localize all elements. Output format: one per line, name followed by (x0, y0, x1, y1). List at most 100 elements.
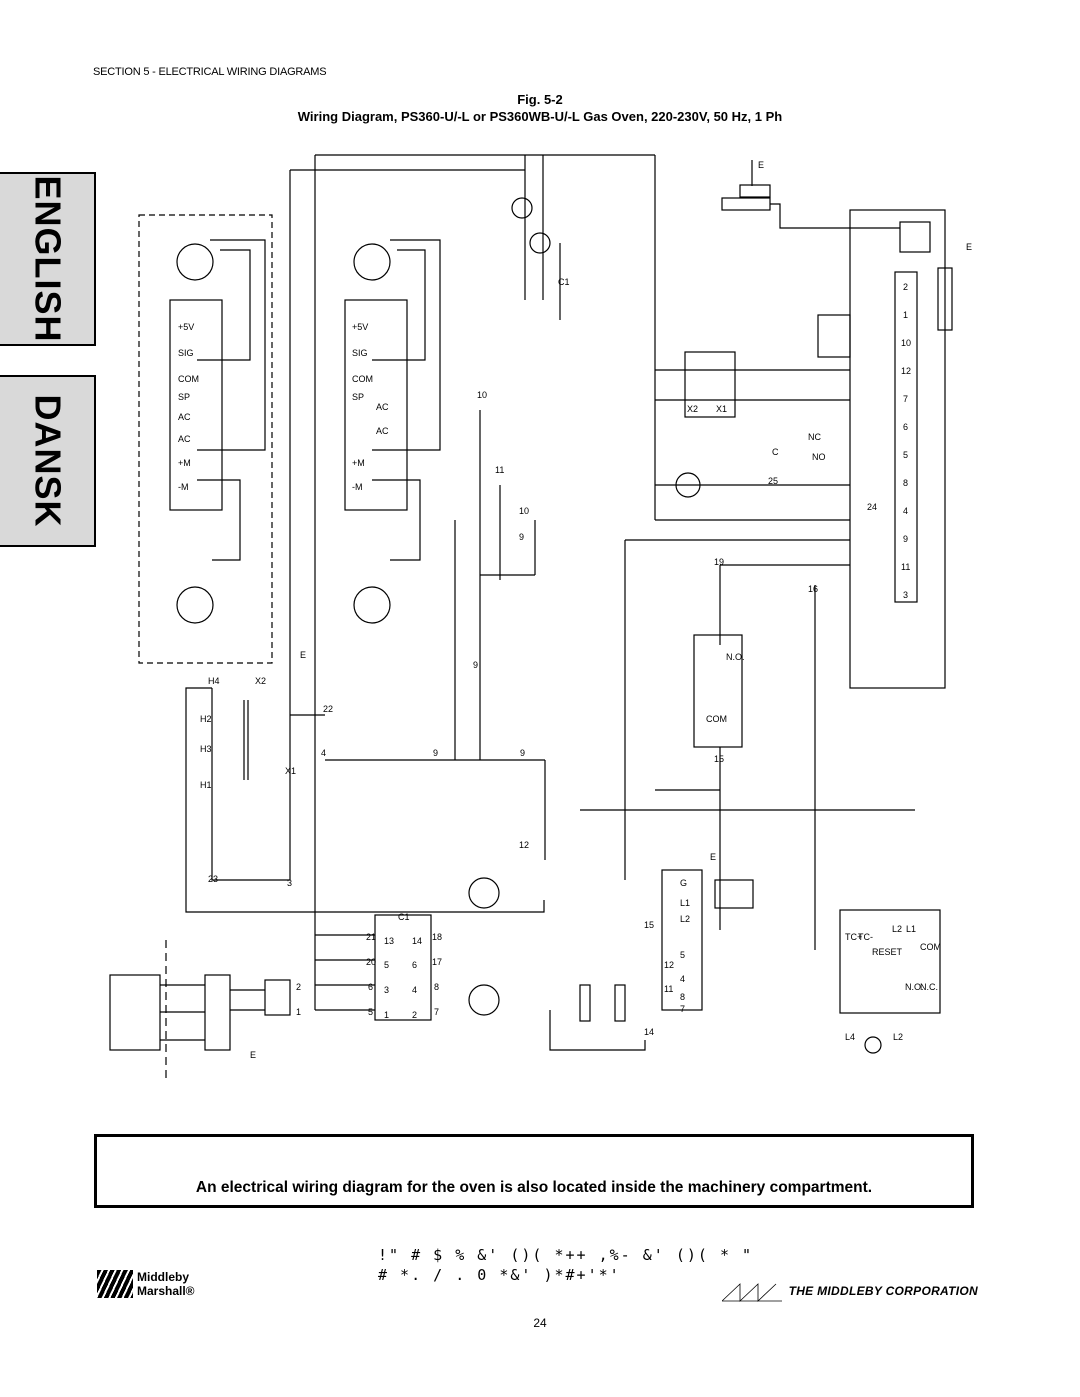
garbled-line-1: !" # $ % &' ()( *++ ,%- &' ()( * " (378, 1246, 754, 1264)
diagram-location-note: An electrical wiring diagram for the ove… (94, 1134, 974, 1208)
control-pin-label: N.O. (905, 982, 924, 992)
com-label: COM (706, 714, 727, 724)
figure-title: Wiring Diagram, PS360-U/-L or PS360WB-U/… (297, 109, 783, 124)
igniter-icon (721, 184, 900, 229)
board-terminal-label: 11 (901, 562, 910, 572)
cap-pin-label: 10 (519, 506, 529, 516)
relay-contact-label: 5 (680, 950, 685, 960)
sensor-pin-label: COM (352, 374, 373, 384)
transformer-icon (185, 687, 545, 913)
figure-number: Fig. 5-2 (517, 92, 563, 107)
wire-label: 22 (323, 704, 333, 714)
sensor-pin-label: +M (178, 458, 191, 468)
board-terminal-label: 2 (903, 282, 908, 292)
sensor-pin-label: AC (178, 412, 191, 422)
wire-label: 18 (432, 932, 442, 942)
wire-label: 15 (644, 920, 654, 930)
control-pin-label: TC+ (845, 932, 862, 942)
blower-motor-1 (169, 243, 223, 624)
middleby-corporation-logo: THE MIDDLEBY CORPORATION (721, 1282, 978, 1302)
board-terminal-label: 3 (903, 590, 908, 600)
sensor-pin-label: +M (352, 458, 365, 468)
relay-pin-label: L1 (680, 898, 690, 908)
wire-label: 16 (808, 584, 818, 594)
control-pin-label: L1 (906, 924, 916, 934)
sensor-pin-label: SIG (178, 348, 194, 358)
ground-label: E (710, 852, 716, 862)
relay-module (661, 869, 703, 1011)
board-terminal-label: 9 (903, 534, 908, 544)
section-heading: SECTION 5 - ELECTRICAL WIRING DIAGRAMS (93, 66, 327, 78)
wire-label: 19 (714, 557, 724, 567)
control-pin-label: TC- (858, 932, 873, 942)
logo-stripes-icon (97, 1270, 133, 1298)
wire-label: 23 (208, 874, 218, 884)
relay-x1x2 (684, 351, 736, 418)
fan-icon-1 (511, 197, 533, 219)
sensor-pin-label: SP (178, 392, 190, 402)
l2-label: L2 (893, 1032, 903, 1042)
sensor-pin-label: SIG (352, 348, 368, 358)
contactor-pin-label: 5 (384, 960, 389, 970)
board-terminal-label: 1 (903, 310, 908, 320)
contactor-pin-label: 3 (384, 985, 389, 995)
contactor-c1 (374, 914, 432, 1021)
tab-english[interactable]: ENGLISH (0, 172, 96, 346)
ignition-control-board (849, 209, 946, 689)
wire-label: 9 (433, 748, 438, 758)
x2-label: X2 (255, 676, 266, 686)
h1-label: H1 (200, 780, 212, 790)
temperature-control (839, 909, 941, 1014)
sensor-pin-label: SP (352, 392, 364, 402)
timer-icon (864, 1036, 882, 1054)
h2-label: H2 (200, 714, 212, 724)
x2-label: X2 (687, 404, 698, 414)
sensor-pin-label: -M (352, 482, 363, 492)
pressure-switch (693, 634, 743, 748)
no2-label: NO (812, 452, 826, 462)
wire-label: 1 (296, 1007, 301, 1017)
wire-label: 9 (473, 660, 478, 670)
wire-label: 7 (434, 1007, 439, 1017)
board-terminal-label: 8 (903, 478, 908, 488)
burner-valve-1 (468, 877, 500, 909)
c1-label: C1 (558, 277, 570, 287)
x1-label: X1 (285, 766, 296, 776)
nc-label: NC (808, 432, 821, 442)
board-terminal-label: 12 (901, 366, 911, 376)
wire-label: 8 (434, 982, 439, 992)
wire-label: 25 (768, 476, 778, 486)
board-terminal-label: 10 (901, 338, 911, 348)
board-terminal-label: 7 (903, 394, 908, 404)
burner-valve-2 (468, 984, 500, 1016)
contactor-pin-label: 1 (384, 1010, 389, 1020)
board-terminal-label: 5 (903, 450, 908, 460)
relay-contact-label: 11 (664, 984, 673, 994)
wire-label: 24 (867, 502, 877, 512)
sensor-pin-label: AC (376, 426, 389, 436)
middleby-marshall-logo: Middleby Marshall® (97, 1270, 195, 1298)
contactor-pin-label: 13 (384, 936, 394, 946)
relay-pin-label: G (680, 878, 687, 888)
wire-label: 12 (519, 840, 529, 850)
relay-pin-label: L2 (680, 914, 690, 924)
blower-motor-2 (344, 243, 408, 624)
logo-line-1: Middleby (137, 1270, 190, 1284)
no-label: N.O. (726, 652, 745, 662)
wire-label: 3 (287, 878, 292, 888)
ground-label: E (300, 650, 306, 660)
c-label: C (772, 447, 779, 457)
wire-label: 21 (366, 932, 376, 942)
wire-label: 15 (714, 754, 724, 764)
ground-label: E (966, 242, 972, 252)
sensor-pin-label: AC (376, 402, 389, 412)
control-pin-label: COM (920, 942, 941, 952)
wiring-diagram: 10 11 9 22 4 9 9 12 23 3 21 20 6 5 18 17… (109, 154, 972, 1080)
sensor-pin-label: +5V (352, 322, 368, 332)
wire-label: 10 (477, 390, 487, 400)
sensor-pin-label: AC (178, 434, 191, 444)
control-pin-label: L2 (892, 924, 902, 934)
wire-label: 14 (644, 1027, 654, 1037)
tab-dansk[interactable]: DANSK (0, 375, 96, 547)
ground-label: E (758, 160, 764, 170)
